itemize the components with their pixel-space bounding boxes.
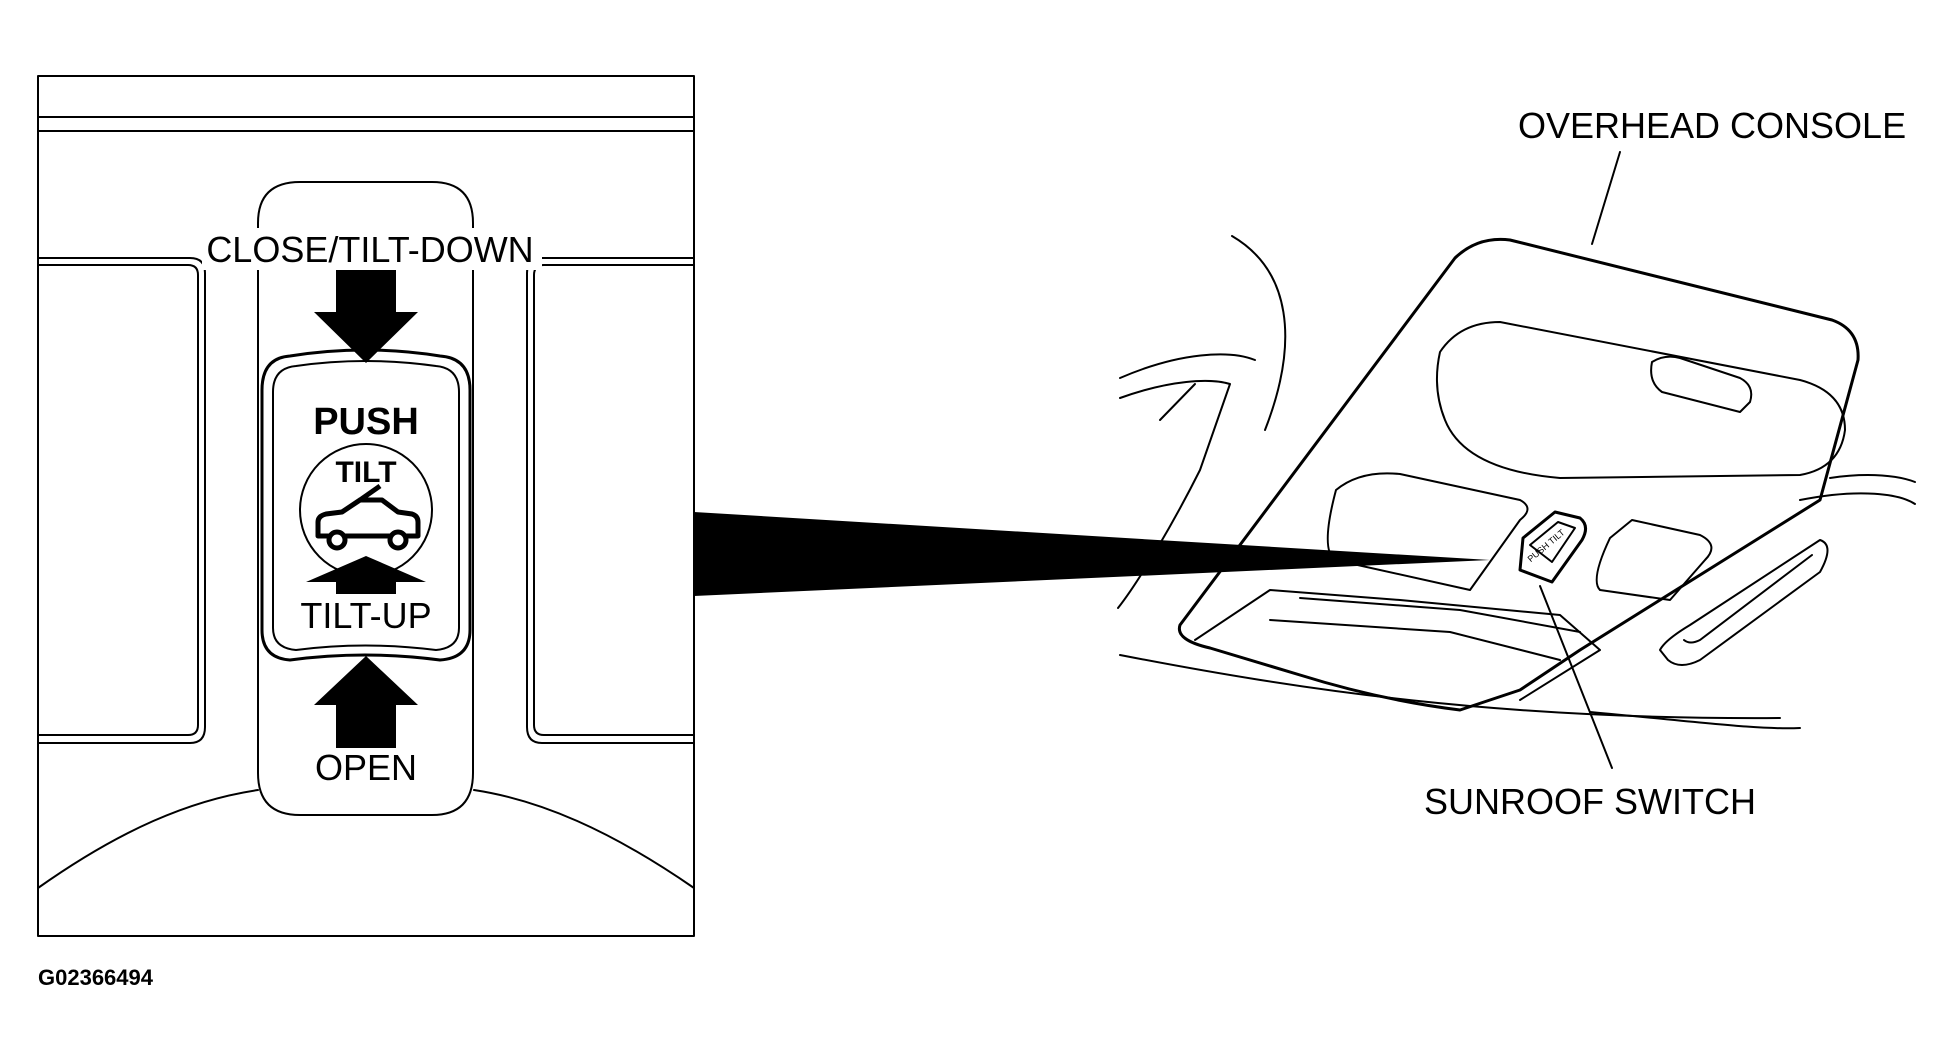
open-arrow-icon [314,656,418,748]
tilt-up-label: TILT-UP [300,595,431,636]
switch-closeup-panel: CLOSE/TILT-DOWN PUSH TILT TILT-UP OPEN [37,75,695,937]
figure-id: G02366494 [38,965,154,990]
open-label: OPEN [315,747,417,788]
callout-pointer [694,512,1490,596]
car-roof-tilt-icon [315,483,421,551]
sunroof-switch-label: SUNROOF SWITCH [1424,781,1756,822]
overhead-console-view: PUSH TILT OVERHEAD CONSOLE SUNROOF SWITC… [1117,105,1916,822]
close-tilt-down-label: CLOSE/TILT-DOWN [206,229,533,270]
close-arrow-icon [314,269,418,363]
tilt-label: TILT [335,456,396,489]
overhead-console-label: OVERHEAD CONSOLE [1518,105,1906,146]
push-label: PUSH [313,401,419,443]
